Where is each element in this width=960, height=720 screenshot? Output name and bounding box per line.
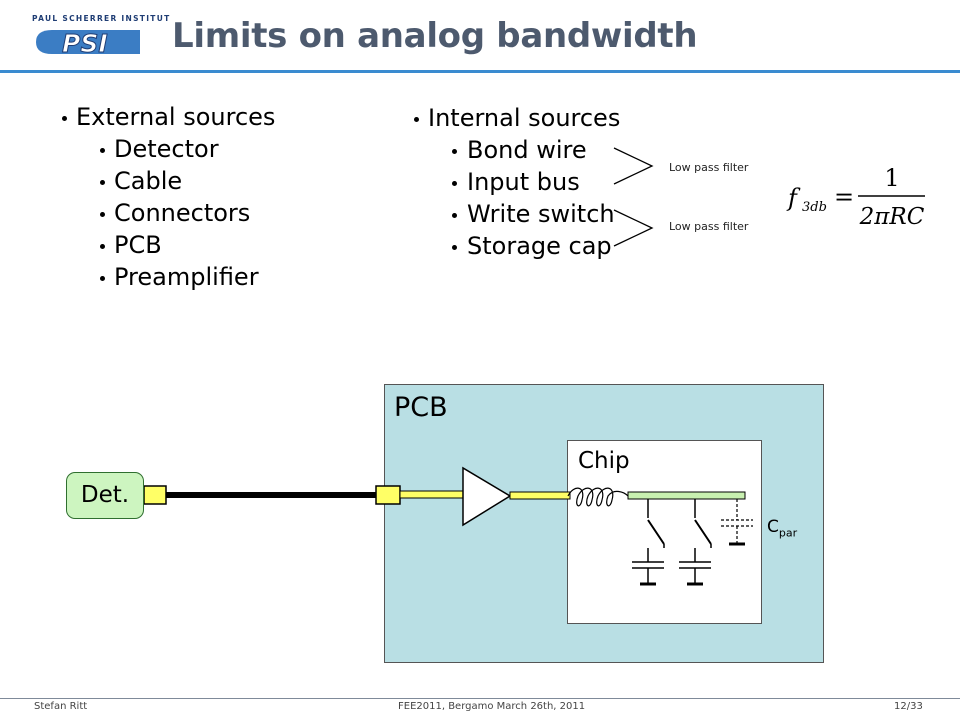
- low-pass-label: Low pass filter: [669, 220, 749, 233]
- internal-item: Storage cap: [467, 232, 612, 260]
- bullet-icon: [100, 148, 105, 153]
- chip-box: [567, 440, 762, 624]
- internal-sources-list: Internal sources Bond wire Input bus Wri…: [414, 102, 620, 262]
- formula-numerator: 1: [884, 164, 899, 192]
- bullet-icon: [62, 116, 67, 121]
- external-item: PCB: [114, 231, 162, 259]
- pcb-trace: [399, 490, 465, 499]
- formula-lhs-sub: 3db: [802, 200, 827, 215]
- bullet-icon: [100, 212, 105, 217]
- grouping-arrows: [613, 147, 654, 247]
- list-item: Write switch: [414, 198, 620, 230]
- det-connector: [143, 485, 167, 505]
- internal-heading: Internal sources: [428, 104, 621, 132]
- chip-input-bus: [627, 491, 746, 500]
- output-trace: [509, 491, 571, 500]
- footer-event: FEE2011, Bergamo March 26th, 2011: [398, 701, 586, 712]
- logo-text: PSI: [62, 29, 108, 58]
- list-item: Preamplifier: [62, 261, 275, 293]
- list-item: Cable: [62, 165, 275, 197]
- external-item: Preamplifier: [114, 263, 259, 291]
- list-item: Internal sources: [414, 102, 620, 134]
- footer-divider: [0, 698, 960, 699]
- pcb-label: PCB: [394, 392, 448, 423]
- formula-eq: =: [834, 183, 854, 211]
- bullet-icon: [100, 180, 105, 185]
- storage-cell-icon: [632, 499, 665, 586]
- detector-box: Det.: [66, 472, 144, 519]
- title-divider: [0, 70, 960, 73]
- external-item: Cable: [114, 167, 183, 195]
- cpar-symbol: C: [767, 517, 779, 537]
- group-arrow-icon: [613, 209, 654, 247]
- institute-name: PAUL SCHERRER INSTITUT: [32, 14, 171, 23]
- list-item: Storage cap: [414, 230, 620, 262]
- bullet-icon: [452, 213, 457, 218]
- cpar-label: Cpar: [767, 517, 797, 539]
- list-item: Detector: [62, 133, 275, 165]
- external-item: Connectors: [114, 199, 251, 227]
- psi-logo-mark: PSI: [36, 29, 140, 58]
- list-item: Input bus: [414, 166, 620, 198]
- formula-denominator: 2πRC: [859, 204, 925, 230]
- preamplifier-icon: [462, 466, 512, 527]
- bullet-icon: [452, 181, 457, 186]
- psi-logo: PAUL SCHERRER INSTITUT PSI: [32, 14, 171, 60]
- external-item: Detector: [114, 135, 219, 163]
- cpar-subscript: par: [778, 526, 798, 540]
- footer-author: Stefan Ritt: [34, 701, 88, 712]
- external-heading: External sources: [76, 103, 276, 131]
- list-item: Connectors: [62, 197, 275, 229]
- pcb-connector: [375, 485, 401, 505]
- internal-item: Bond wire: [467, 136, 587, 164]
- chip-label: Chip: [578, 448, 630, 474]
- bullet-icon: [414, 117, 419, 122]
- list-item: Bond wire: [414, 134, 620, 166]
- external-sources-list: External sources Detector Cable Connecto…: [62, 101, 275, 293]
- parasitic-cap-icon: [721, 499, 753, 546]
- cutoff-formula: f 3db = 1 2πRC: [786, 164, 925, 230]
- bullet-icon: [100, 244, 105, 249]
- group-arrow-icon: [613, 147, 654, 185]
- internal-item: Write switch: [467, 200, 615, 228]
- storage-cell-icon: [679, 499, 712, 586]
- internal-item: Input bus: [467, 168, 580, 196]
- bullet-icon: [452, 245, 457, 250]
- footer-page-number: 12/33: [894, 701, 923, 712]
- bullet-icon: [452, 149, 457, 154]
- list-item: External sources: [62, 101, 275, 133]
- list-item: PCB: [62, 229, 275, 261]
- bullet-icon: [100, 276, 105, 281]
- bond-wire-icon: [567, 487, 629, 507]
- low-pass-label: Low pass filter: [669, 161, 749, 174]
- page-title: Limits on analog bandwidth: [172, 16, 698, 56]
